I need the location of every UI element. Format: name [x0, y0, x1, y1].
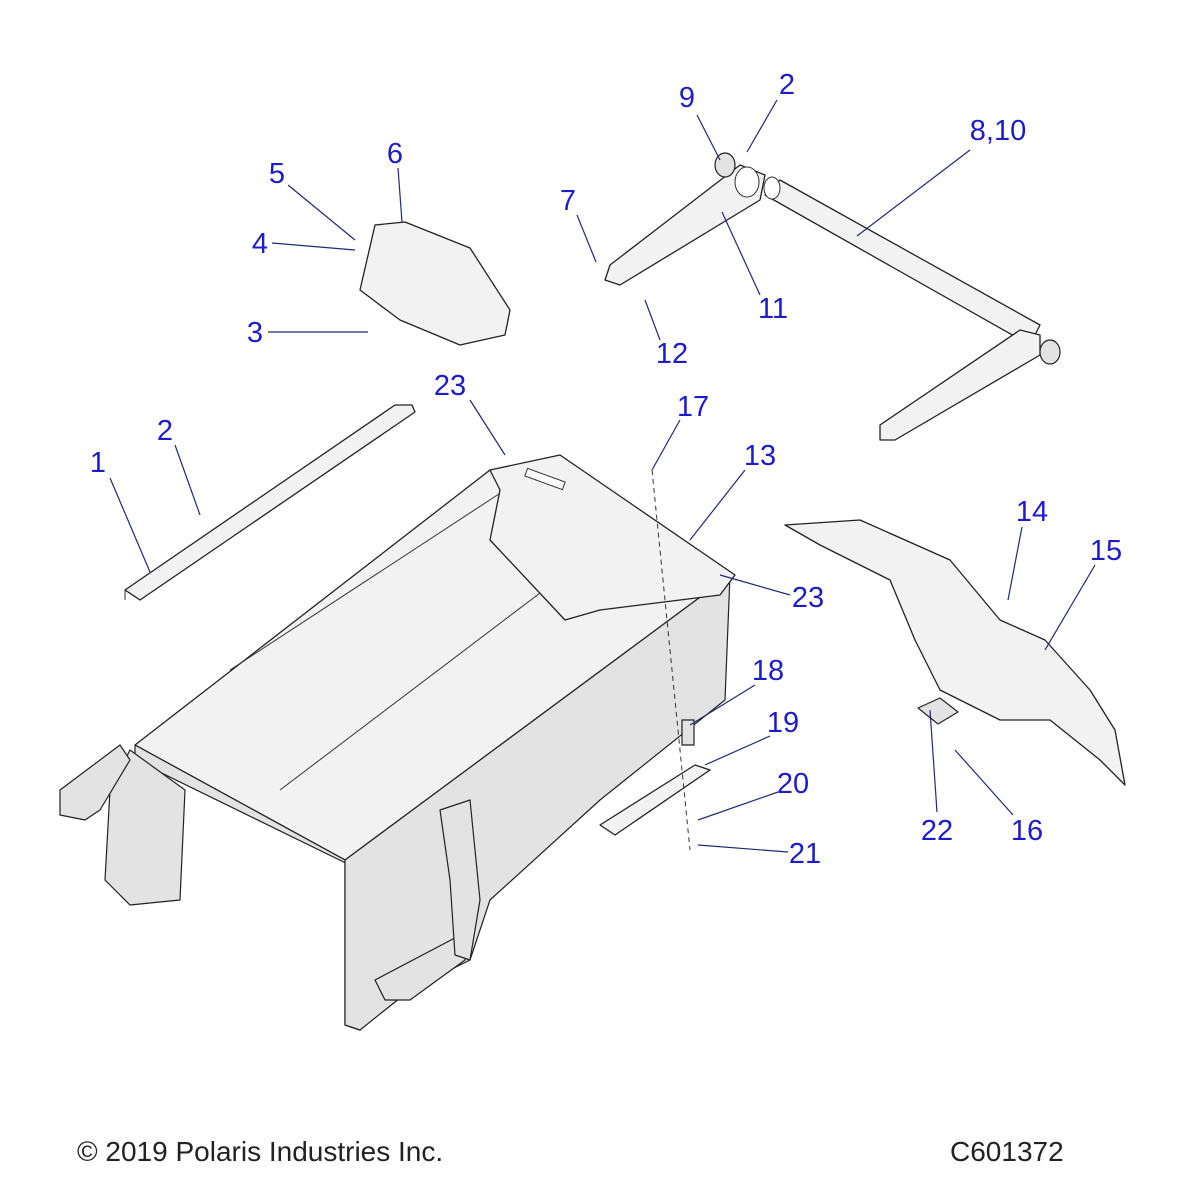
leader-line — [576, 214, 597, 263]
leader-lines — [109, 99, 1096, 853]
callout-12: 12 — [656, 338, 688, 370]
leader-line — [719, 574, 791, 596]
callout-23: 23 — [792, 582, 824, 614]
rail — [124, 404, 416, 601]
leader-line — [856, 149, 971, 237]
callout-13: 13 — [744, 440, 776, 472]
leader-line — [689, 684, 756, 726]
support-arm-lower — [879, 329, 1041, 441]
leader-line — [697, 791, 779, 821]
leader-line — [929, 709, 938, 813]
callout-6: 6 — [387, 138, 403, 170]
callout-16: 16 — [1011, 815, 1043, 847]
leader-line — [697, 844, 789, 853]
tube — [764, 179, 1041, 346]
heat-shield — [359, 221, 511, 346]
leader-line — [109, 477, 151, 573]
leader-line — [696, 114, 721, 161]
bracket-plate — [917, 697, 959, 725]
diagram-id: C601372 — [950, 1136, 1064, 1167]
parts-drawing — [59, 152, 1126, 1031]
callout-19: 19 — [767, 707, 799, 739]
leader-line — [1007, 526, 1023, 601]
bumper-strip — [599, 764, 711, 836]
leader-line — [721, 211, 761, 296]
copyright-text: © 2019 Polaris Industries Inc. — [77, 1136, 444, 1167]
support-arm-upper — [604, 164, 766, 286]
cargo-box-right-side — [344, 574, 731, 1031]
leader-line — [644, 299, 661, 341]
callout-21: 21 — [789, 838, 821, 870]
callout-4: 4 — [252, 228, 268, 260]
leader-line — [174, 444, 201, 516]
callout-2: 2 — [157, 415, 173, 447]
leader-line — [1044, 564, 1096, 651]
leader-line — [469, 399, 506, 456]
callout-5: 5 — [269, 158, 285, 190]
leader-line — [746, 99, 778, 153]
callout-7: 7 — [560, 185, 576, 217]
callout-3: 3 — [247, 317, 263, 349]
callout-8-10: 8,10 — [970, 115, 1026, 147]
leader-line — [689, 469, 746, 541]
callout-1: 1 — [90, 447, 106, 479]
callout-20: 20 — [777, 768, 809, 800]
leader-line — [954, 749, 1014, 816]
callout-15: 15 — [1090, 535, 1122, 567]
leader-line — [397, 167, 403, 223]
callout-11: 11 — [758, 293, 788, 325]
tube-end — [763, 176, 781, 200]
leader-line — [704, 735, 771, 766]
end-cap — [1039, 339, 1061, 365]
callout-9: 9 — [679, 82, 695, 114]
callout-17: 17 — [677, 391, 709, 423]
floor-seam — [229, 489, 506, 671]
fender — [784, 519, 1126, 786]
spacer — [681, 719, 695, 746]
callout-23: 23 — [434, 370, 466, 402]
side-rail-arm — [439, 799, 481, 961]
leader-line — [287, 184, 356, 241]
leader-line — [271, 242, 356, 251]
plate-slot — [524, 467, 566, 491]
mounting-plate — [489, 454, 736, 621]
leader-line — [651, 419, 681, 471]
assembly-axis — [651, 469, 691, 851]
callout-2: 2 — [779, 69, 795, 101]
arm-ring — [734, 166, 760, 198]
cargo-box-rear-bracket — [59, 744, 131, 821]
callout-18: 18 — [752, 655, 784, 687]
callout-14: 14 — [1016, 496, 1048, 528]
callout-22: 22 — [921, 815, 953, 847]
